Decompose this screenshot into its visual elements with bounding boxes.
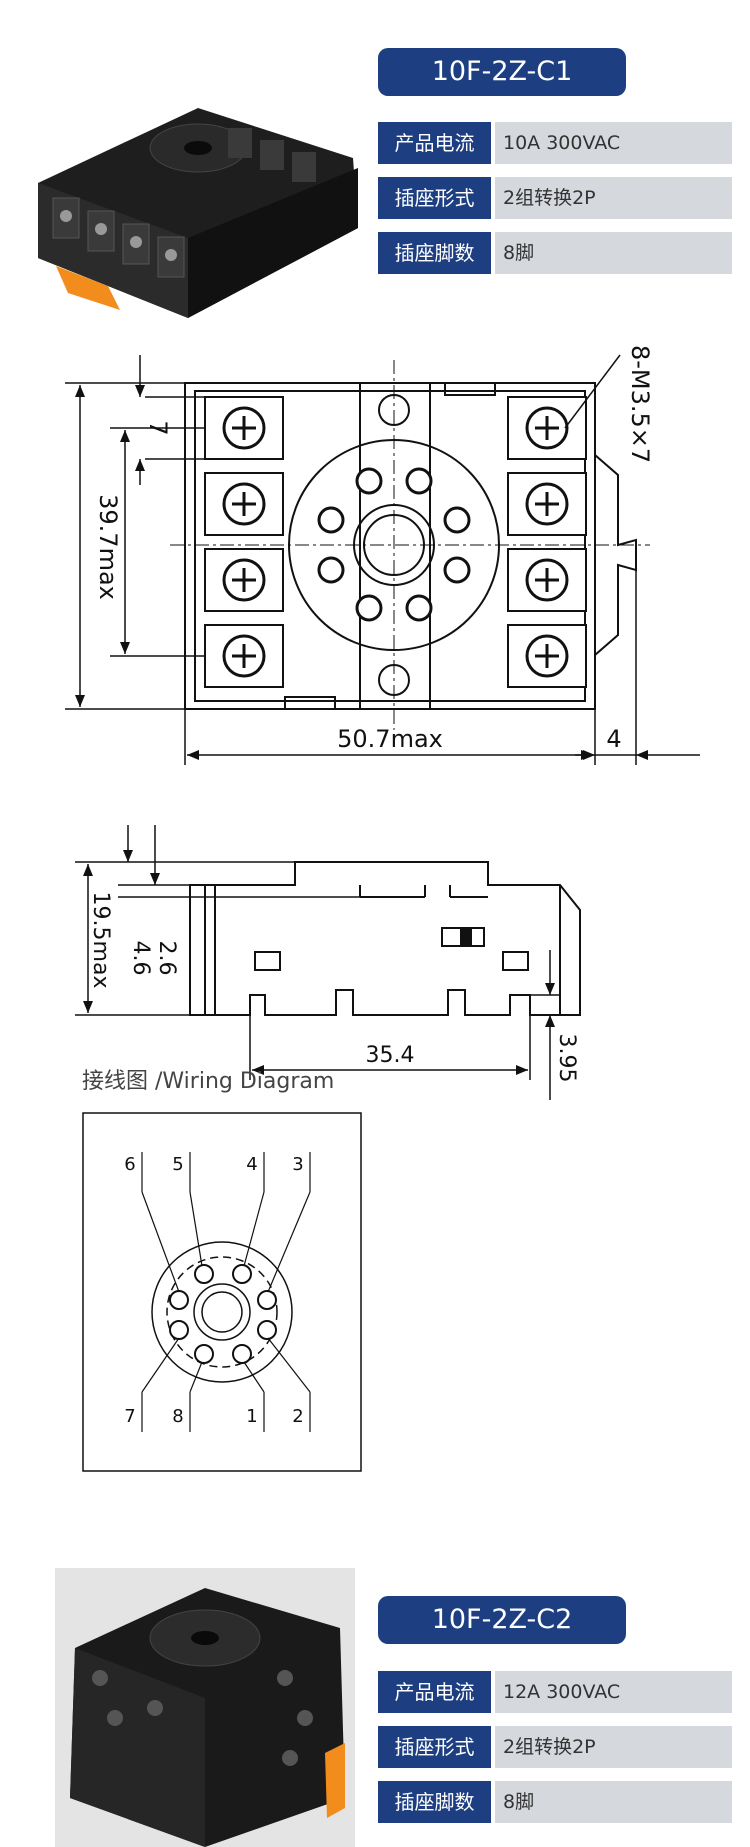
pin-label-6: 6 [124, 1154, 135, 1175]
pin-label-1: 1 [246, 1406, 257, 1427]
spec-label: 插座脚数 [378, 232, 491, 274]
spec-value: 8脚 [495, 1781, 732, 1823]
side-dim-a-label: 2.6 [154, 941, 179, 976]
spec-row-pins-2: 插座脚数 8脚 [378, 1781, 732, 1823]
side-dim-b-label: 4.6 [128, 941, 153, 976]
side-view-drawing: 19.5max 2.6 4.6 35.4 3.95 [75, 825, 581, 1100]
pin-label-5: 5 [172, 1154, 183, 1175]
model-title-1: 10F-2Z-C1 [378, 48, 626, 96]
spec-label: 插座脚数 [378, 1781, 491, 1823]
pin-label-3: 3 [292, 1154, 303, 1175]
spec-value: 10A 300VAC [495, 122, 732, 164]
pin-label-4: 4 [246, 1154, 257, 1175]
spec-label: 产品电流 [378, 122, 491, 164]
dim-screw-label: 8-M3.5×7 [626, 345, 654, 463]
pin-label-7: 7 [124, 1406, 135, 1427]
wiring-caption: 接线图 /Wiring Diagram [82, 1069, 335, 1094]
side-dim-span-label: 35.4 [366, 1043, 415, 1068]
spec-label: 产品电流 [378, 1671, 491, 1713]
spec-value: 2组转换2P [495, 1726, 732, 1768]
spec-label: 插座形式 [378, 177, 491, 219]
spec-value: 12A 300VAC [495, 1671, 732, 1713]
product-photo-1 [38, 108, 358, 318]
dim-height-label: 39.7max [94, 494, 122, 600]
pin-label-8: 8 [172, 1406, 183, 1427]
wiring-diagram: 6 5 4 3 7 8 1 2 [82, 1112, 362, 1472]
pin-label-2: 2 [292, 1406, 303, 1427]
spec-value: 2组转换2P [495, 177, 732, 219]
spec-row-type-1: 插座形式 2组转换2P [378, 177, 732, 219]
side-dim-foot-label: 3.95 [554, 1034, 579, 1083]
spec-row-current-2: 产品电流 12A 300VAC [378, 1671, 732, 1713]
dim-edge-label: 4 [606, 725, 621, 753]
spec-label: 插座形式 [378, 1726, 491, 1768]
top-view-drawing: 39.7max 7 50.7max 4 8-M3.5×7 [65, 345, 700, 765]
spec-row-current-1: 产品电流 10A 300VAC [378, 122, 732, 164]
spec-value: 8脚 [495, 232, 732, 274]
side-dim-height-label: 19.5max [88, 892, 113, 989]
dim-width-label: 50.7max [337, 725, 443, 753]
product-photo-2 [55, 1568, 355, 1847]
dim-pitch-label: 7 [144, 420, 172, 435]
model-title-2: 10F-2Z-C2 [378, 1596, 626, 1644]
spec-row-type-2: 插座形式 2组转换2P [378, 1726, 732, 1768]
spec-row-pins-1: 插座脚数 8脚 [378, 232, 732, 274]
